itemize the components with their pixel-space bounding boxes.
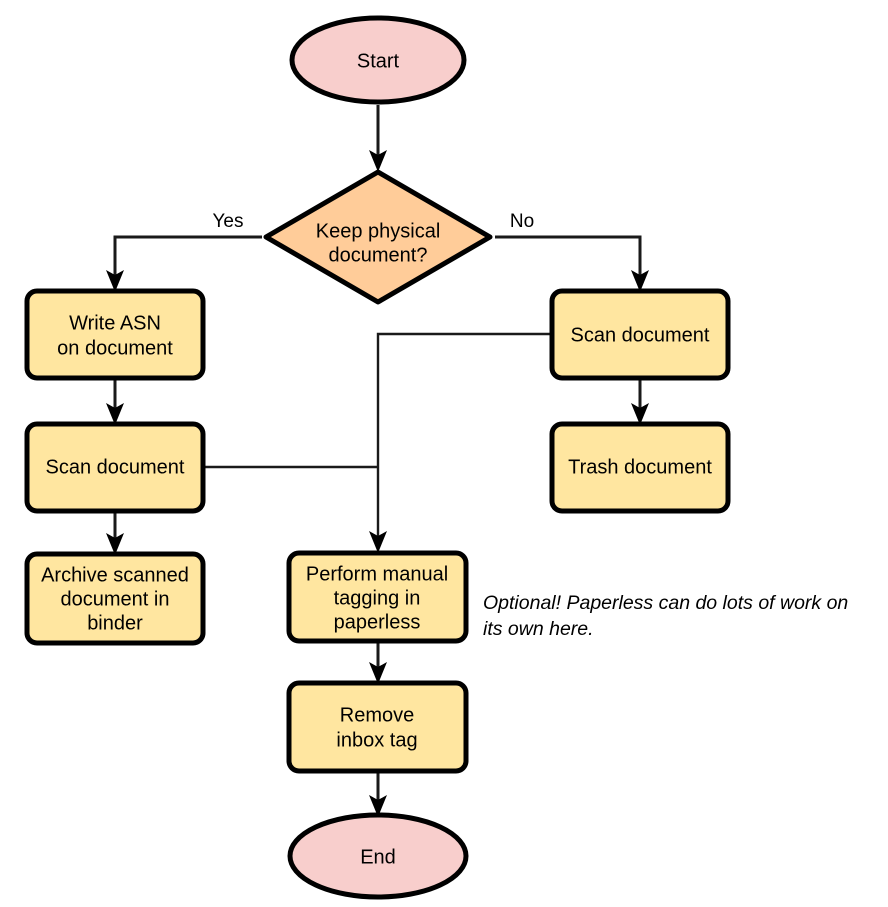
arrow-into-manual-tagging (369, 531, 387, 553)
archive-box-shape (24, 551, 206, 646)
node-decision-keep-physical-document[interactable]: Keep physical document? (263, 169, 493, 305)
annotation-optional-note: Optional! Paperless can do lots of work … (483, 592, 848, 640)
edge-decision-no-to-scan-right (495, 235, 649, 292)
edge-manual-tagging-to-remove-inbox (369, 641, 387, 684)
scan-document-left-label: Scan document (46, 456, 185, 478)
start-label: Start (357, 50, 400, 72)
archive-label-line1: Archive scanned (41, 564, 189, 586)
decision-label-line2: document? (329, 244, 428, 266)
edge-decision-yes-to-write-asn (106, 235, 262, 292)
node-trash-document[interactable]: Trash document (549, 421, 731, 514)
end-ellipse-shape (287, 812, 469, 900)
node-archive-scanned-document[interactable]: Archive scanned document in binder (24, 551, 206, 646)
edge-scan-left-to-archive (106, 511, 124, 555)
edge-label-yes: Yes (213, 211, 244, 232)
edge-write-asn-to-scan-left (106, 378, 124, 425)
manual-tagging-label-line3: paperless (334, 611, 421, 633)
edge-remove-inbox-to-end (369, 772, 387, 817)
node-scan-document-left[interactable]: Scan document (24, 421, 206, 514)
scan-document-right-box-shape (549, 288, 731, 381)
scan-document-right-label: Scan document (571, 324, 710, 346)
node-perform-manual-tagging[interactable]: Perform manual tagging in paperless (286, 550, 469, 644)
end-label: End (360, 846, 396, 868)
write-asn-label-line2: on document (57, 337, 173, 359)
edge-scan-right-to-manual-tagging (376, 332, 552, 540)
write-asn-label-line1: Write ASN (69, 312, 161, 334)
trash-document-box-shape (549, 421, 731, 514)
remove-inbox-label-line2: inbox tag (336, 729, 417, 751)
trash-document-label: Trash document (568, 456, 712, 478)
manual-tagging-box-shape (286, 550, 469, 644)
node-start[interactable]: Start (289, 15, 467, 105)
annotation-line1: Optional! Paperless can do lots of work … (483, 592, 848, 614)
node-scan-document-right[interactable]: Scan document (549, 288, 731, 381)
decision-diamond-shape (263, 169, 493, 305)
edge-scan-right-to-trash (631, 378, 649, 425)
edge-label-no: No (510, 211, 534, 232)
node-remove-inbox-tag[interactable]: Remove inbox tag (286, 680, 469, 774)
node-write-asn-on-document[interactable]: Write ASN on document (24, 288, 206, 381)
manual-tagging-label-line2: tagging in (334, 587, 421, 609)
edge-start-to-decision (369, 105, 387, 172)
node-end[interactable]: End (287, 812, 469, 900)
archive-label-line2: document in (61, 588, 170, 610)
annotation-line2: its own here. (483, 618, 594, 640)
decision-label-line1: Keep physical (316, 220, 441, 242)
start-ellipse-shape (289, 15, 467, 105)
manual-tagging-label-line1: Perform manual (306, 563, 448, 585)
remove-inbox-tag-box-shape (286, 680, 469, 774)
write-asn-box-shape (24, 288, 206, 381)
archive-label-line3: binder (87, 612, 143, 634)
scan-document-left-box-shape (24, 421, 206, 514)
remove-inbox-label-line1: Remove (340, 704, 414, 726)
